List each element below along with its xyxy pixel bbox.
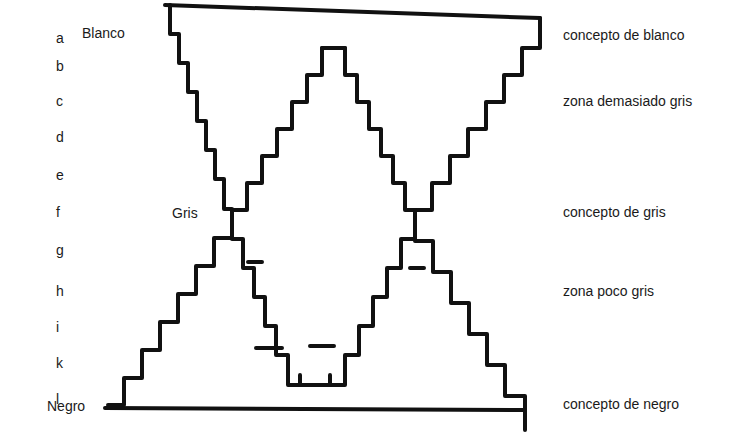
inner-left-lower-stair (232, 210, 300, 385)
row-letter: g (56, 242, 64, 258)
row-letter: d (56, 129, 64, 145)
row-letter: a (56, 30, 64, 46)
left-outer-upper-stair (170, 5, 232, 209)
top-line (165, 5, 540, 18)
concept-label: concepto de gris (563, 204, 666, 220)
inner-peak (322, 46, 345, 50)
zone-label: zona poco gris (563, 283, 654, 299)
tone-name: Negro (47, 398, 85, 414)
tone-name: Blanco (82, 25, 125, 41)
right-outer-lower-stair (415, 210, 525, 430)
right-outer-upper-stair (415, 18, 540, 210)
inner-right-lower-stair (330, 210, 415, 385)
inner-right-upper-stair (345, 48, 415, 210)
row-letter: c (56, 93, 63, 109)
row-letter: k (56, 355, 63, 371)
concept-label: concepto de negro (563, 396, 679, 412)
row-letter: h (56, 283, 64, 299)
row-letter: e (56, 167, 64, 183)
inner-left-upper-stair (232, 48, 322, 210)
row-letter: i (56, 319, 59, 335)
row-letter: f (56, 204, 60, 220)
inner-tick (248, 262, 424, 348)
inner-base (300, 375, 330, 385)
zone-label: zona demasiado gris (563, 93, 692, 109)
tone-name: Gris (172, 205, 198, 221)
concept-label: concepto de blanco (563, 27, 684, 43)
row-letter: b (56, 58, 64, 74)
bottom-line (105, 408, 525, 410)
left-outer-lower-stair (108, 210, 232, 405)
